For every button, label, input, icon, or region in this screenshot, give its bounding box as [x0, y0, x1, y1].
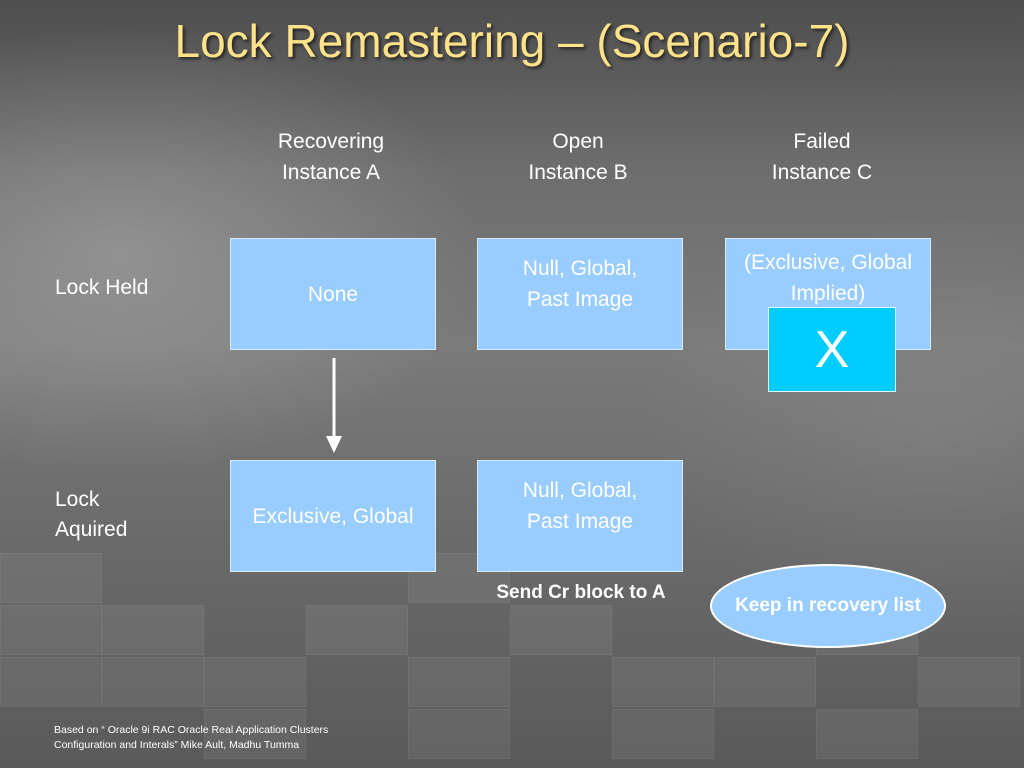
box-acquired-instance-a: Exclusive, Global — [230, 460, 436, 572]
column-header-recovering: Recovering Instance A — [221, 126, 441, 188]
row-label-lock-held: Lock Held — [55, 273, 148, 303]
column-header-failed: Failed Instance C — [712, 126, 932, 188]
bg-tile — [612, 657, 714, 707]
row-label-line: Aquired — [55, 518, 128, 541]
slide-title: Lock Remastering – (Scenario-7) — [174, 15, 850, 67]
bg-tile — [408, 657, 510, 707]
box-held-instance-b: Null, Global, Past Image — [477, 238, 683, 350]
footnote-line: Based on “ Oracle 9i RAC Oracle Real App… — [54, 724, 329, 736]
box-text: Null, Global, — [522, 479, 638, 502]
bg-tile — [102, 605, 204, 655]
bg-tile — [204, 709, 306, 759]
box-text: Implied) — [790, 282, 866, 305]
box-text: Null, Global, — [522, 257, 638, 280]
box-acquired-instance-b: Null, Global, Past Image — [477, 460, 683, 572]
column-header-line: Instance B — [528, 161, 628, 184]
bg-tile — [0, 553, 102, 603]
bg-tile — [408, 709, 510, 759]
bg-tile — [102, 657, 204, 707]
down-arrow-icon — [326, 358, 342, 453]
bg-tile — [510, 605, 612, 655]
box-held-instance-a: None — [230, 238, 436, 350]
column-header-line: Instance A — [281, 161, 381, 184]
bg-tile — [918, 657, 1020, 707]
send-cr-block-note: Send Cr block to A — [496, 582, 666, 603]
recovery-list-text: Keep in recovery list — [735, 595, 921, 616]
box-text: Past Image — [526, 510, 634, 533]
bg-tile — [306, 605, 408, 655]
bg-tile — [0, 657, 102, 707]
bg-tile — [816, 709, 918, 759]
column-header-line: Failed — [793, 130, 851, 153]
bg-tile — [0, 605, 102, 655]
box-text: Exclusive, Global — [252, 504, 414, 528]
box-text: Past Image — [526, 288, 634, 311]
column-header-line: Open — [552, 130, 604, 153]
recovery-list-ellipse: Keep in recovery list — [710, 564, 946, 648]
failed-marker: X — [768, 307, 896, 392]
bg-tile — [612, 709, 714, 759]
row-label-line: Lock Held — [55, 276, 149, 299]
box-text: None — [307, 282, 359, 306]
column-header-line: Instance C — [771, 161, 873, 184]
row-label-lock-acquired: Lock Aquired — [55, 485, 127, 545]
box-text: (Exclusive, Global — [743, 251, 913, 274]
bg-tile — [204, 657, 306, 707]
bg-tile — [714, 657, 816, 707]
column-header-line: Recovering — [277, 130, 385, 153]
footnote-line: Configuration and Interals” Mike Ault, M… — [54, 739, 300, 751]
source-footnote: Based on “ Oracle 9i RAC Oracle Real App… — [54, 723, 454, 753]
background-tiles — [0, 553, 1024, 768]
row-label-line: Lock — [55, 488, 100, 511]
column-header-open: Open Instance B — [468, 126, 688, 188]
